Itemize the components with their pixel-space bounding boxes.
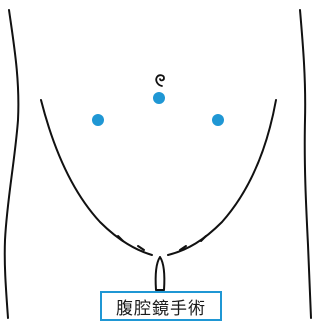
caption-text: 腹腔鏡手術 [116,294,206,319]
umbilical-port-marker [153,92,165,104]
navel [156,75,164,86]
left-flank-outline [5,10,19,318]
left-port-marker [92,114,104,126]
caption-label: 腹腔鏡手術 [100,291,222,321]
genital-outline [156,257,165,290]
right-flank-outline [300,10,311,318]
right-port-marker [212,114,224,126]
